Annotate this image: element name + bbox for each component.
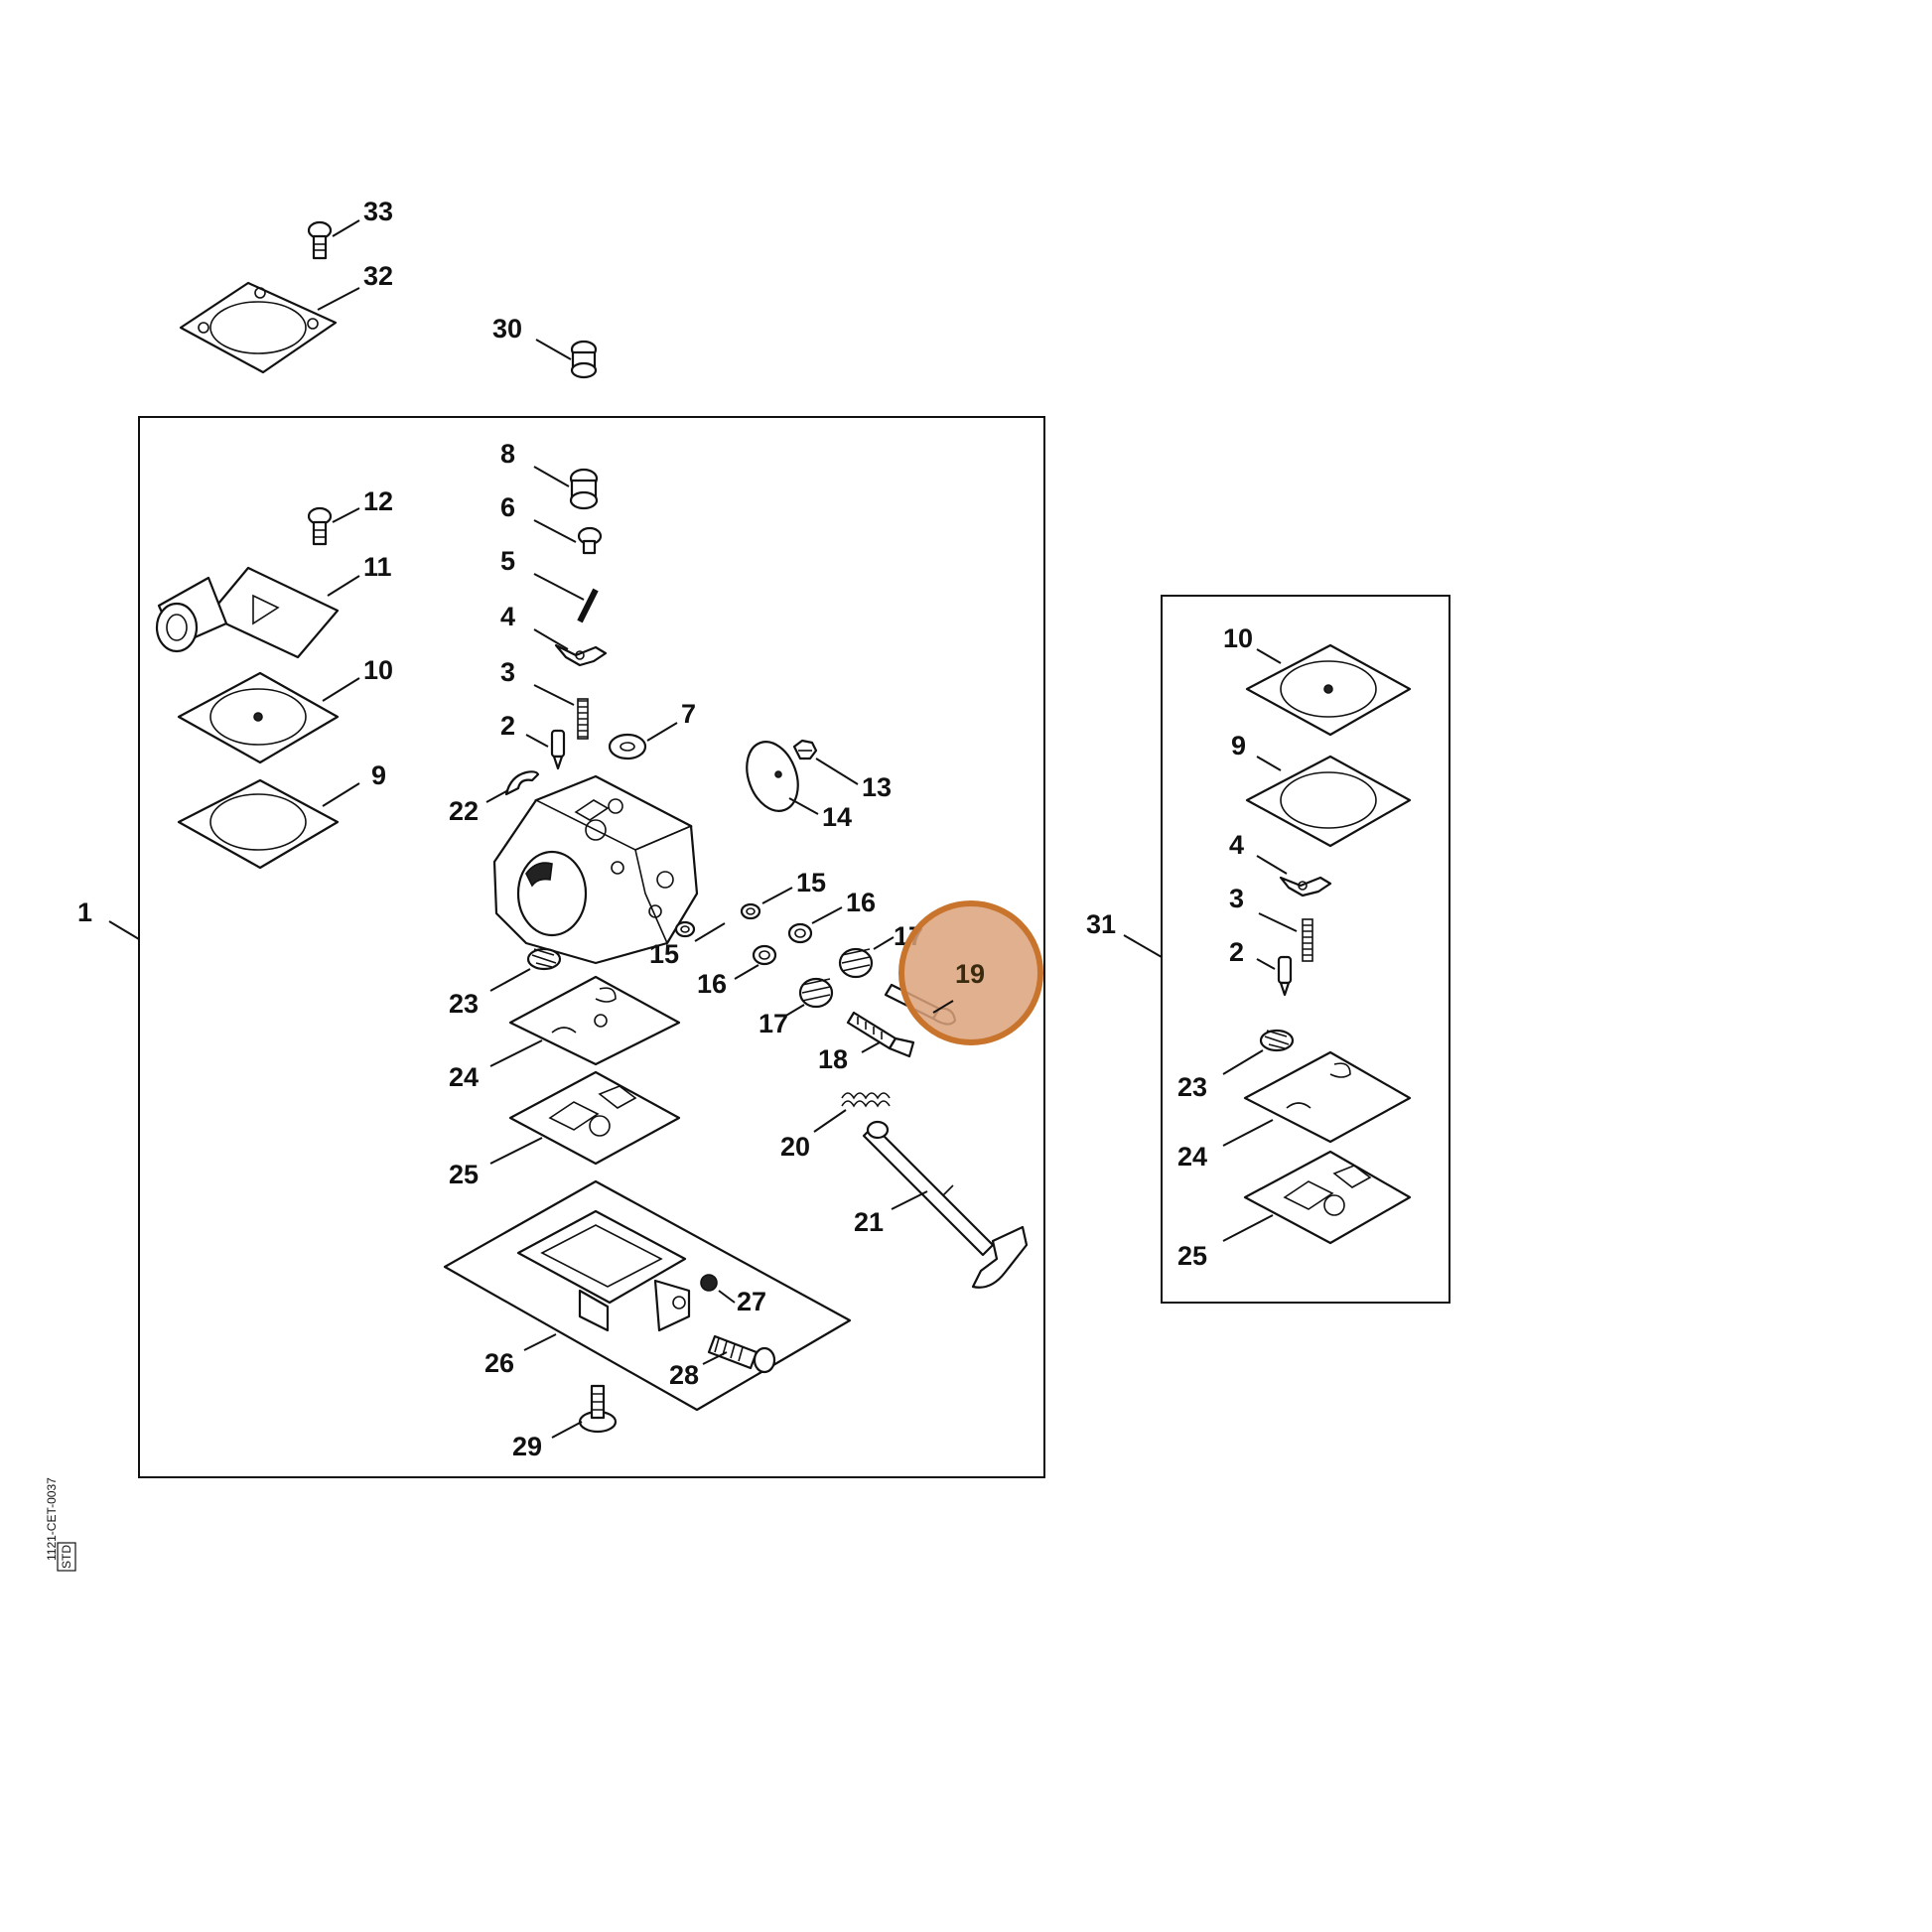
kit-callout-25: 25 <box>1177 1241 1207 1271</box>
callout-5: 5 <box>500 546 515 576</box>
callout-23: 23 <box>449 989 479 1019</box>
assembly-frame-main <box>138 416 1045 1478</box>
part-6-screw[interactable] <box>577 526 603 555</box>
highlight-label: 19 <box>955 959 985 989</box>
kit-callout-24: 24 <box>1177 1142 1207 1172</box>
callout-11: 11 <box>363 552 392 582</box>
callout-33: 33 <box>363 197 393 226</box>
kit-callout-9: 9 <box>1231 731 1246 760</box>
part-13-screw[interactable] <box>792 739 818 760</box>
part-17-spring-a[interactable] <box>798 977 834 1009</box>
kit-part-25-gasket[interactable] <box>1243 1150 1412 1245</box>
callout-3: 3 <box>500 657 515 687</box>
part-20-spring[interactable] <box>841 1092 891 1108</box>
document-id: 1121-CET-0037 <box>45 1477 59 1561</box>
part-16-seal-a[interactable] <box>752 944 777 966</box>
part-16-seal-b[interactable] <box>787 922 813 944</box>
part-33-screw[interactable] <box>307 220 333 260</box>
part-10-diaphragm[interactable] <box>177 671 340 764</box>
kit-part-9-gasket[interactable] <box>1245 755 1412 848</box>
part-15-washer-b[interactable] <box>740 902 761 920</box>
callout-2: 2 <box>500 711 515 741</box>
callout-13: 13 <box>862 772 892 802</box>
callout-21: 21 <box>854 1207 884 1237</box>
part-15-washer-a[interactable] <box>674 920 696 938</box>
part-11-pump-cover[interactable] <box>155 566 340 659</box>
svg-text:STD: STD <box>60 1545 73 1569</box>
kit-callout-10: 10 <box>1223 623 1253 653</box>
callout-6: 6 <box>500 492 515 522</box>
part-7-washer[interactable] <box>608 733 647 760</box>
kit-part-3-spring[interactable] <box>1302 918 1313 962</box>
callout-16-lower: 16 <box>697 969 727 999</box>
part-17-spring-b[interactable] <box>838 947 874 979</box>
part-30-plug[interactable] <box>570 340 598 379</box>
callout-24: 24 <box>449 1062 479 1092</box>
callout-20: 20 <box>780 1132 810 1162</box>
part-23-filter[interactable] <box>526 947 562 971</box>
part-24-gasket[interactable] <box>508 975 681 1066</box>
callout-32: 32 <box>363 261 393 291</box>
part-28-screw[interactable] <box>707 1334 776 1374</box>
part-8-cap[interactable] <box>569 468 599 510</box>
part-25-gasket[interactable] <box>508 1070 681 1166</box>
svg-text:1121-CET-0037: 1121-CET-0037 <box>45 1477 59 1561</box>
callout-12: 12 <box>363 486 393 516</box>
part-9-gasket[interactable] <box>177 778 340 870</box>
kit-part-24-gasket[interactable] <box>1243 1050 1412 1144</box>
kit-part-2-needle[interactable] <box>1277 955 1293 997</box>
part-14-throttle-plate[interactable] <box>738 735 807 818</box>
kit-callout-4: 4 <box>1229 830 1244 860</box>
callout-7: 7 <box>681 699 696 729</box>
kit-callout-2: 2 <box>1229 937 1244 967</box>
part-2-needle[interactable] <box>550 729 566 770</box>
callout-27: 27 <box>737 1287 766 1316</box>
callout-25: 25 <box>449 1160 479 1189</box>
part-32-cover[interactable] <box>179 281 338 374</box>
part-29-screw[interactable] <box>578 1384 618 1434</box>
callout-10: 10 <box>363 655 393 685</box>
callout-22: 22 <box>449 796 479 826</box>
part-12-screw[interactable] <box>307 506 333 546</box>
callout-8: 8 <box>500 439 515 469</box>
callout-30: 30 <box>492 314 522 344</box>
kit-callout-3: 3 <box>1229 884 1244 913</box>
callout-17-lower: 17 <box>759 1009 788 1038</box>
kit-part-4-lever[interactable] <box>1279 876 1332 897</box>
assembly-frame-kit <box>1161 595 1450 1304</box>
callout-15-upper: 15 <box>796 868 826 897</box>
part-carburetor-body[interactable] <box>492 774 699 965</box>
part-21-shaft[interactable] <box>862 1120 1029 1289</box>
part-27-ball[interactable] <box>700 1274 718 1292</box>
callout-1: 1 <box>77 897 92 927</box>
callout-9: 9 <box>371 760 386 790</box>
document-tag: STD <box>57 1542 76 1572</box>
callout-26: 26 <box>484 1348 514 1378</box>
part-3-spring[interactable] <box>577 698 589 740</box>
highlight-part-19[interactable]: 19 <box>898 900 1043 1045</box>
kit-part-10-diaphragm[interactable] <box>1245 643 1412 737</box>
callout-28: 28 <box>669 1360 699 1390</box>
part-5-pin[interactable] <box>577 588 599 623</box>
callout-18: 18 <box>818 1044 848 1074</box>
part-18-screw[interactable] <box>846 1011 915 1058</box>
callout-4: 4 <box>500 602 515 631</box>
callout-31: 31 <box>1086 909 1116 939</box>
part-4-lever[interactable] <box>554 643 608 667</box>
callout-15-lower: 15 <box>649 939 679 969</box>
callout-16-upper: 16 <box>846 888 876 917</box>
kit-callout-23: 23 <box>1177 1072 1207 1102</box>
callout-14: 14 <box>822 802 852 832</box>
part-22-clip[interactable] <box>504 770 540 796</box>
callout-29: 29 <box>512 1432 542 1461</box>
kit-part-23-filter[interactable] <box>1259 1029 1295 1052</box>
